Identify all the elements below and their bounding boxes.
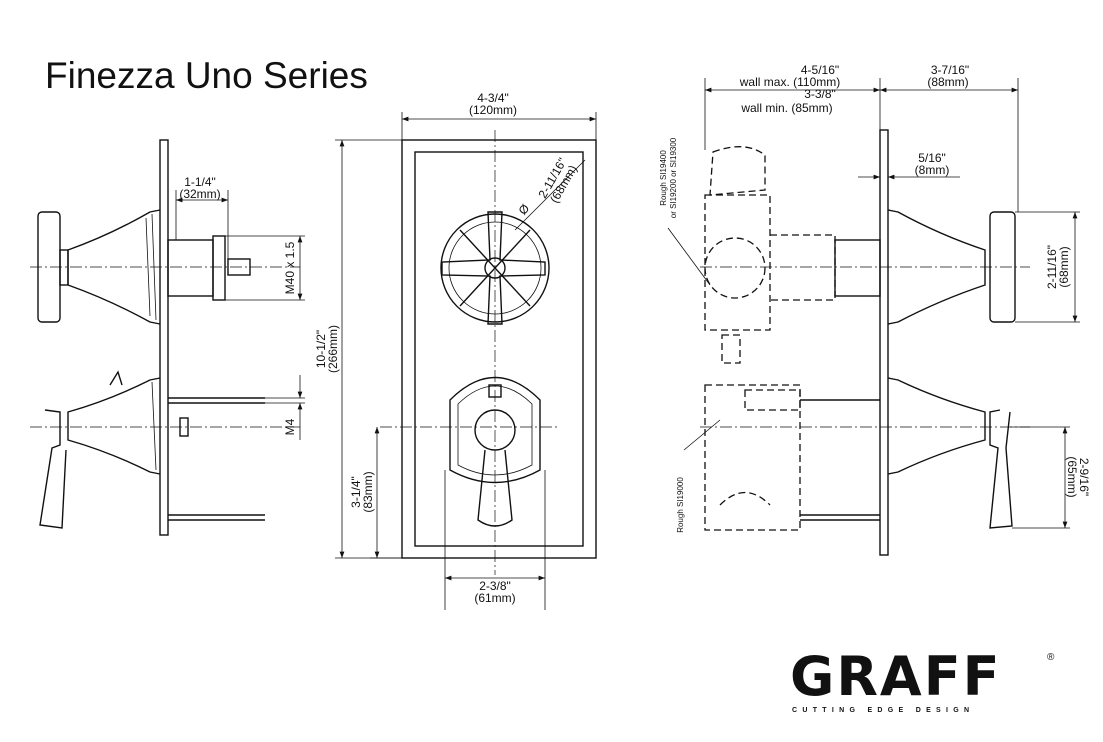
install-view bbox=[667, 78, 1080, 556]
projection-mm-label: (88mm) bbox=[927, 75, 968, 89]
graff-logo: GRAFF ® CUTTING EDGE DESIGN bbox=[790, 645, 1055, 714]
width-in-label: 4-3/4" bbox=[477, 91, 509, 105]
handle-width-mm-label: (61mm) bbox=[474, 591, 515, 605]
rough-lower-label: Rough SI19000 bbox=[676, 477, 685, 533]
height-in-label: 10-1/2" bbox=[314, 330, 328, 368]
width-mm-label: (120mm) bbox=[469, 103, 517, 117]
lever-in-label: 2-9/16" bbox=[1077, 458, 1091, 496]
wall-max-in-label: 4-5/16" bbox=[801, 63, 839, 77]
handle-dia-mm-label: (68mm) bbox=[1057, 246, 1071, 287]
depth-mm-label: (32mm) bbox=[179, 187, 220, 201]
wall-max-label: wall max. (110mm) bbox=[739, 75, 840, 89]
logo-tagline: CUTTING EDGE DESIGN bbox=[792, 707, 974, 714]
thread-label: M40 x 1.5 bbox=[283, 241, 297, 294]
page-title: Finezza Uno Series bbox=[45, 55, 368, 96]
lever-height-mm-label: (83mm) bbox=[361, 471, 375, 512]
wall-min-label: wall min. (85mm) bbox=[740, 101, 832, 115]
lever-height-in-label: 3-1/4" bbox=[349, 476, 363, 508]
lever-mm-label: (65mm) bbox=[1065, 456, 1079, 497]
height-mm-label: (266mm) bbox=[326, 325, 340, 373]
wall-min-in-label: 3-3/8" bbox=[804, 87, 836, 101]
registered-mark: ® bbox=[1047, 652, 1055, 663]
handle-dia-in-label: 2-11/16" bbox=[1045, 245, 1059, 289]
front-view bbox=[335, 112, 597, 610]
screw-label: M4 bbox=[283, 418, 297, 435]
depth-in-label: 1-1/4" bbox=[184, 175, 216, 189]
plate-mm-label: (8mm) bbox=[915, 163, 950, 177]
plate-in-label: 5/16" bbox=[918, 151, 946, 165]
logo-brand: GRAFF bbox=[790, 645, 1001, 708]
rough-upper-label: Rough SI19400 bbox=[659, 150, 668, 206]
handle-width-in-label: 2-3/8" bbox=[479, 579, 511, 593]
side-view bbox=[30, 139, 305, 536]
projection-in-label: 3-7/16" bbox=[931, 63, 969, 77]
rough-upper-alt-label: or SI19200 or SI19300 bbox=[669, 137, 678, 218]
